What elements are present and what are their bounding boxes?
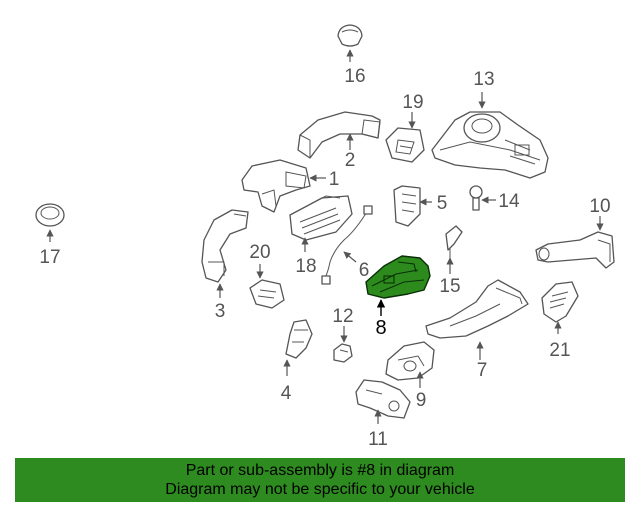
- part-10-duct[interactable]: [535, 231, 615, 269]
- callout-3: 3: [215, 301, 226, 322]
- callout-2: 2: [345, 150, 356, 171]
- callout-7: 7: [477, 360, 488, 381]
- callout-20: 20: [249, 242, 270, 263]
- part-7-duct[interactable]: [425, 279, 529, 339]
- callout-21: 21: [549, 340, 570, 361]
- callout-8: 8: [375, 317, 386, 339]
- callout-16: 16: [344, 66, 365, 87]
- part-20-bracket[interactable]: [249, 279, 285, 309]
- part-18-vent[interactable]: [289, 195, 353, 241]
- info-banner: Part or sub-assembly is #8 in diagram Di…: [15, 458, 625, 502]
- part-12-clip[interactable]: [333, 343, 353, 363]
- part-1-duct[interactable]: [241, 159, 311, 213]
- part-4-bracket[interactable]: [285, 319, 313, 359]
- banner-line-1: Part or sub-assembly is #8 in diagram: [185, 462, 455, 479]
- part-17-plug[interactable]: [35, 203, 65, 227]
- callout-10: 10: [589, 196, 610, 217]
- part-11-bracket[interactable]: [355, 379, 411, 419]
- callout-12: 12: [332, 306, 353, 327]
- part-2-duct[interactable]: [297, 111, 381, 159]
- part-9-duct[interactable]: [385, 341, 435, 381]
- callout-4: 4: [281, 383, 292, 404]
- callout-17: 17: [39, 247, 60, 268]
- callout-13: 13: [473, 69, 494, 90]
- callout-9: 9: [416, 390, 427, 411]
- banner-line-2: Diagram may not be specific to your vehi…: [165, 481, 475, 498]
- part-13-blower[interactable]: [431, 111, 549, 179]
- part-16-plug[interactable]: [337, 24, 363, 47]
- callout-6: 6: [359, 260, 370, 281]
- part-19-vent[interactable]: [385, 127, 425, 163]
- part-14-clip[interactable]: [469, 185, 483, 211]
- callout-18: 18: [295, 256, 316, 277]
- part-3-duct[interactable]: [201, 209, 249, 283]
- callout-11: 11: [368, 429, 388, 450]
- part-21-vent[interactable]: [541, 281, 579, 323]
- callout-14: 14: [498, 191, 520, 212]
- part-6-hose[interactable]: [321, 205, 373, 285]
- callout-5: 5: [437, 193, 448, 214]
- callout-15: 15: [439, 276, 460, 297]
- part-8-module[interactable]: [365, 255, 431, 299]
- part-15-actuator[interactable]: [445, 225, 463, 258]
- parts-diagram: 16 17 13 19 2 1: [35, 24, 615, 450]
- callout-1: 1: [329, 169, 340, 190]
- part-5-vent[interactable]: [393, 185, 421, 227]
- leader-6: [343, 251, 357, 263]
- callout-19: 19: [402, 92, 423, 113]
